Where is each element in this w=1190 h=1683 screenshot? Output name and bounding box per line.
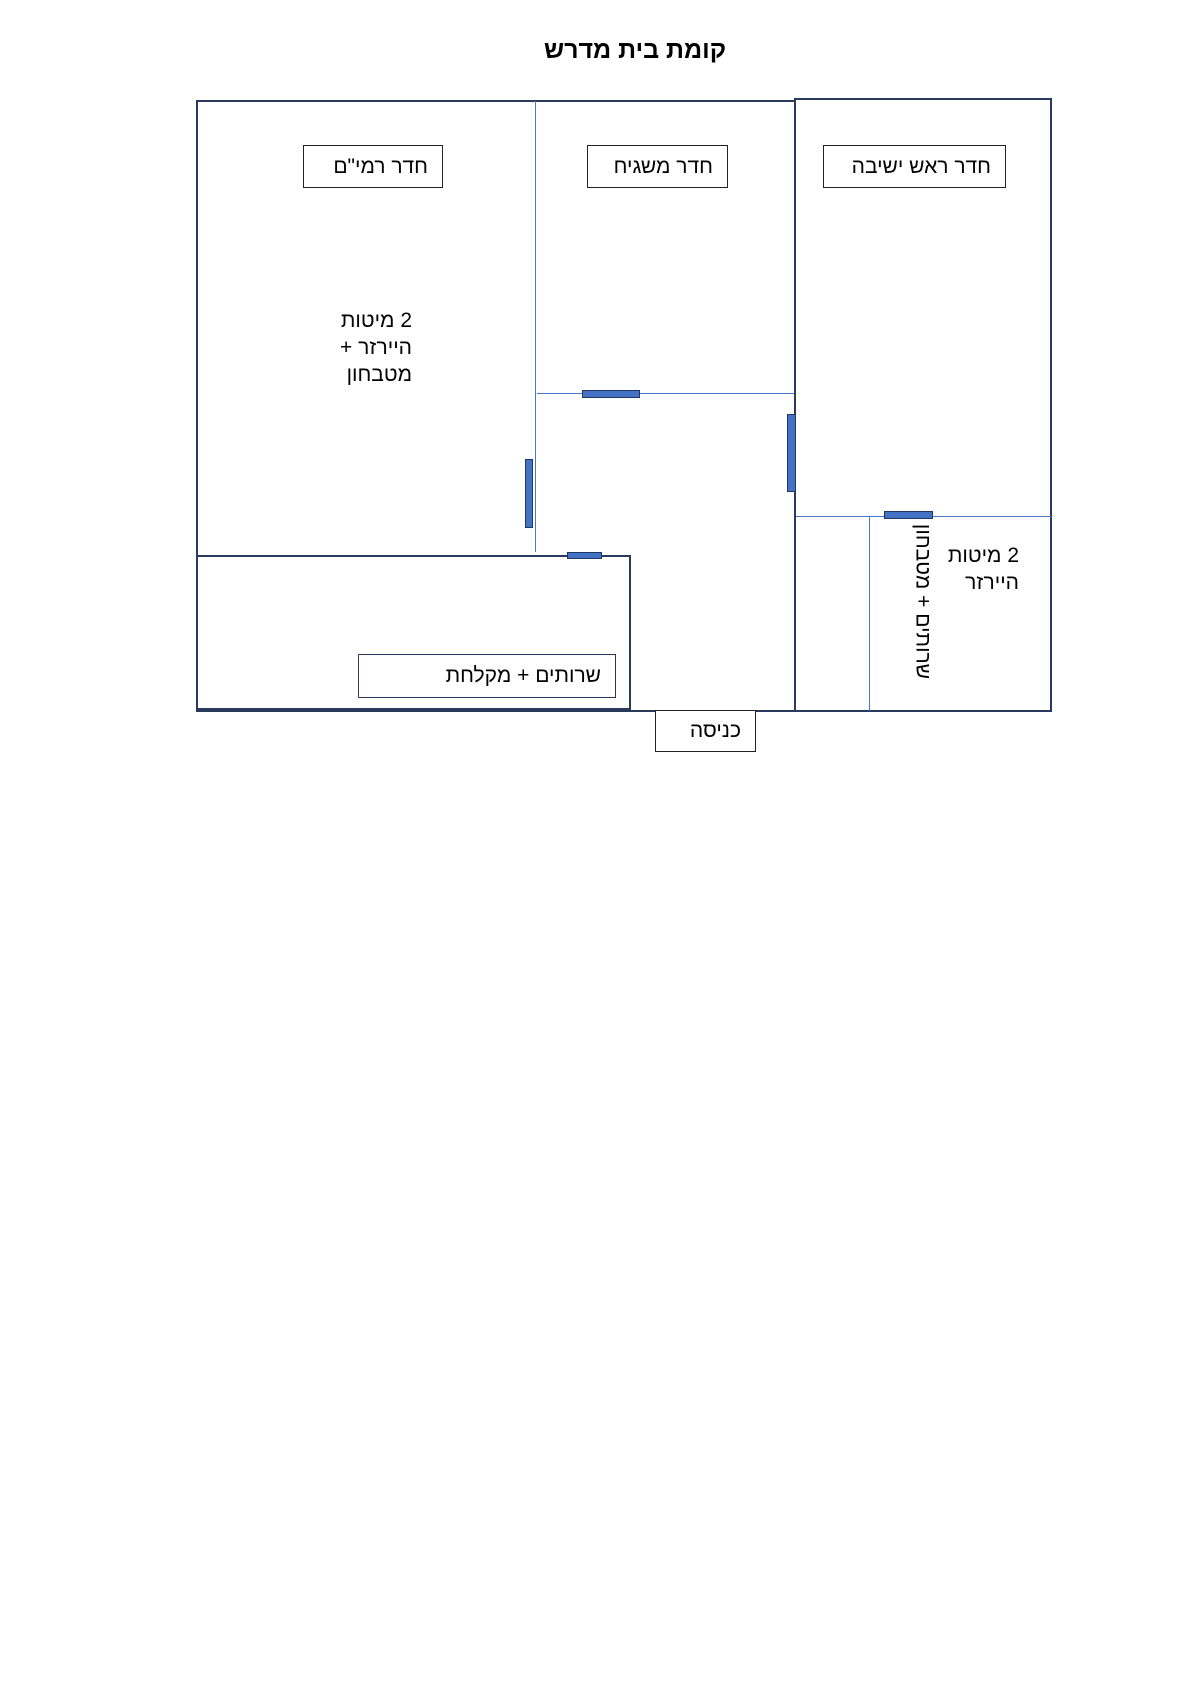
- entrance-label: כניסה: [655, 710, 756, 752]
- right-wing-wall: [794, 98, 1052, 712]
- note-line: 2 מיטות: [947, 544, 1019, 567]
- bathroom-wall: [196, 555, 631, 710]
- room-label-ramim: חדר רמי"ם: [303, 145, 443, 188]
- partition-mashgiach-hall: [537, 393, 794, 394]
- door-mashgiach: [582, 390, 640, 398]
- page-title: קומת בית מדרש: [543, 36, 727, 64]
- note-line: היירזר: [965, 571, 1019, 594]
- partition-right-lower: [869, 517, 870, 711]
- door-right-lower: [884, 511, 933, 519]
- vertical-room-note: שרותים + מטבחון: [911, 523, 935, 680]
- note-line: מטבחון: [346, 363, 412, 386]
- door-rosh-yeshiva: [787, 414, 796, 492]
- door-ramim: [525, 459, 533, 528]
- left-room-note: 2 מיטות היירזר + מטבחון: [250, 307, 412, 388]
- door-bathroom: [567, 552, 602, 559]
- room-label-rosh-yeshiva: חדר ראש ישיבה: [823, 145, 1006, 188]
- note-line: 2 מיטות: [340, 309, 412, 332]
- right-room-note: 2 מיטות היירזר: [880, 542, 1019, 596]
- partition-ramim-mashgiach: [535, 101, 536, 552]
- room-label-mashgiach: חדר משגיח: [587, 145, 728, 188]
- note-line: היירזר +: [340, 336, 412, 359]
- room-label-bathroom: שרותים + מקלחת: [358, 654, 616, 698]
